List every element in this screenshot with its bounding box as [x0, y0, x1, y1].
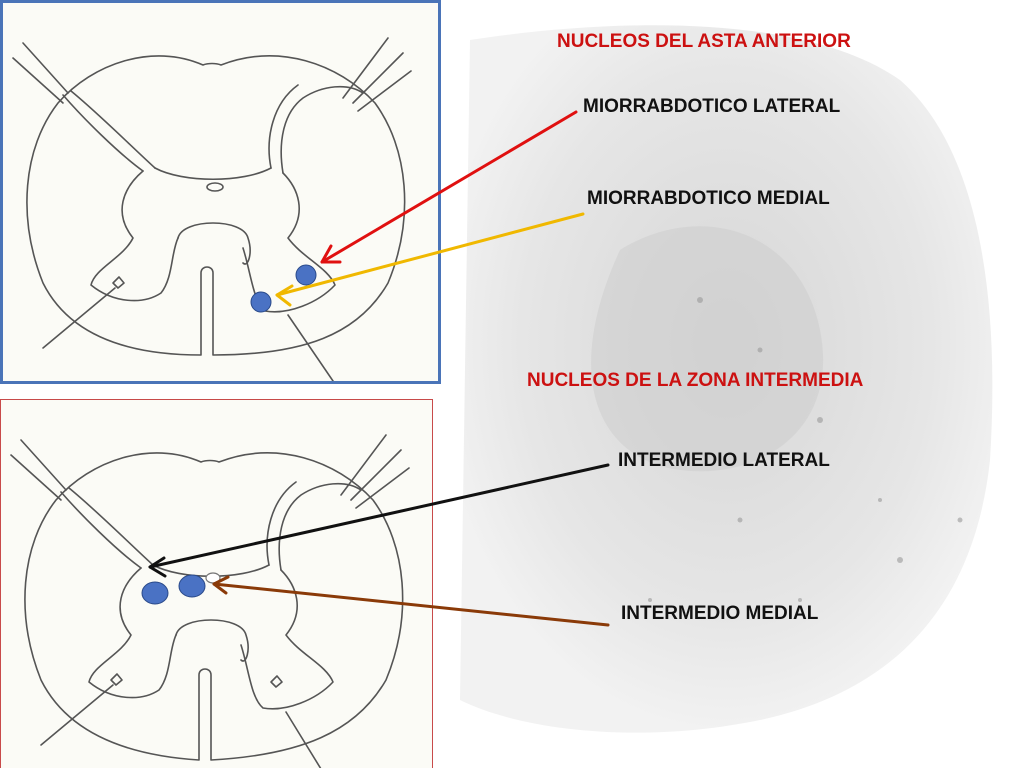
intermediomedial-nucleus — [178, 574, 206, 598]
anterior-horn-diagram-panel — [0, 0, 441, 384]
lateral-motor-label: MIORRABDOTICO LATERAL — [583, 96, 841, 117]
anterior-horn-heading: NUCLEOS DEL ASTA ANTERIOR — [557, 31, 851, 52]
central-canal — [205, 572, 221, 584]
intermediate-medial-label: INTERMEDIO MEDIAL — [621, 603, 819, 624]
intermediate-zone-heading: NUCLEOS DE LA ZONA INTERMEDIA — [527, 370, 864, 391]
intermediate-lateral-label: INTERMEDIO LATERAL — [618, 450, 830, 471]
intermediolateral-nucleus — [141, 581, 169, 605]
lateral-motor-nucleus — [295, 264, 317, 286]
medial-motor-label: MIORRABDOTICO MEDIAL — [587, 188, 830, 209]
medial-motor-nucleus — [250, 291, 272, 313]
intermediate-zone-diagram-panel — [0, 399, 433, 768]
spinal-cord-cross-section-bottom — [10, 434, 410, 768]
spinal-cord-cross-section-top — [12, 37, 412, 381]
